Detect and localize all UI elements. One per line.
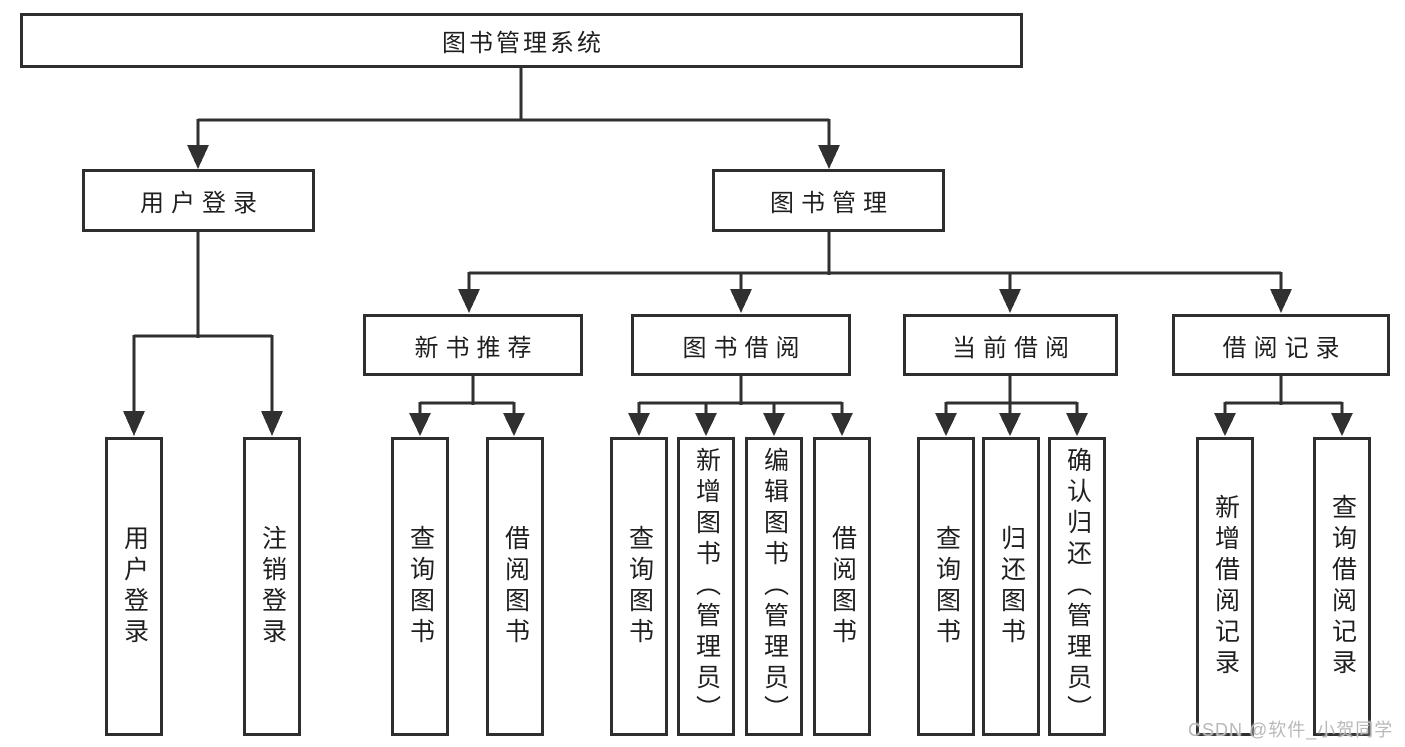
leaf-label: 查询图书	[406, 524, 435, 649]
arrowhead	[1331, 413, 1353, 436]
arrowhead	[628, 413, 650, 436]
arrowhead	[1214, 413, 1236, 436]
node-borrowing-records: 借阅记录	[1172, 314, 1390, 376]
arrowhead	[999, 289, 1021, 313]
arrowhead	[695, 413, 717, 436]
arrowhead	[730, 289, 752, 313]
connector-root-to-level2	[187, 68, 840, 169]
leaf-add-borrow-record: 新增借阅记录	[1196, 437, 1254, 736]
node-label: 新书推荐	[414, 334, 539, 362]
node-new-book-recommendation: 新书推荐	[363, 314, 583, 376]
node-book-borrowing: 图书借阅	[631, 314, 851, 376]
leaf-label: 查询图书	[625, 524, 654, 649]
node-current-borrowing: 当前借阅	[903, 314, 1118, 376]
node-user-login: 用户登录	[82, 169, 315, 232]
node-label: 图书借阅	[682, 334, 807, 362]
leaf-logout: 注销登录	[243, 437, 301, 736]
csdn-watermark: CSDN @软件_小贺同学	[1188, 720, 1394, 740]
leaf-query-books: 查询图书	[610, 437, 668, 736]
leaf-label: 借阅图书	[501, 524, 530, 649]
leaf-add-book-admin: 新增图书（管理员）	[677, 437, 735, 736]
leaf-label: 用户登录	[120, 524, 149, 649]
leaf-borrow-books: 借阅图书	[486, 437, 544, 736]
leaf-label: 新增图书（管理员）	[692, 447, 721, 726]
node-label: 借阅记录	[1222, 334, 1347, 362]
connector-user-login-children	[123, 232, 283, 436]
leaf-label: 归还图书	[997, 524, 1026, 649]
leaf-label: 确认归还（管理员）	[1063, 447, 1092, 726]
node-library-management-system: 图书管理系统	[20, 13, 1023, 68]
connector-borrow-records-children	[1214, 376, 1353, 436]
leaf-label: 借阅图书	[828, 524, 857, 649]
leaf-label: 注销登录	[258, 524, 287, 649]
leaf-query-borrow-record: 查询借阅记录	[1313, 437, 1371, 736]
leaf-edit-book-admin: 编辑图书（管理员）	[745, 437, 803, 736]
arrowhead	[503, 413, 525, 436]
leaf-label: 新增借阅记录	[1211, 493, 1240, 680]
arrowhead	[187, 145, 209, 169]
connector-book-borrow-children	[628, 376, 853, 436]
arrowhead	[763, 413, 785, 436]
arrowhead	[831, 413, 853, 436]
connector-new-book-rec-children	[409, 376, 525, 436]
node-label: 图书管理	[770, 190, 894, 217]
arrowhead	[409, 413, 431, 436]
arrowhead	[261, 411, 283, 436]
leaf-label: 编辑图书（管理员）	[760, 447, 789, 726]
connector-current-borrow-children	[935, 376, 1088, 436]
arrowhead	[999, 413, 1021, 436]
arrowhead	[1270, 289, 1292, 313]
leaf-query-books: 查询图书	[391, 437, 449, 736]
arrowhead	[818, 145, 840, 169]
node-label: 图书管理系统	[442, 30, 604, 57]
connector-book-mgmt-children	[458, 232, 1292, 313]
leaf-query-books: 查询图书	[917, 437, 975, 736]
leaf-borrow-books: 借阅图书	[813, 437, 871, 736]
leaf-user-login: 用户登录	[105, 437, 163, 736]
leaf-confirm-return-admin: 确认归还（管理员）	[1048, 437, 1106, 736]
leaf-label: 查询图书	[932, 524, 961, 649]
node-book-management: 图书管理	[712, 169, 945, 232]
arrowhead	[458, 289, 480, 313]
arrowhead	[1066, 413, 1088, 436]
leaf-return-book: 归还图书	[982, 437, 1040, 736]
arrowhead	[935, 413, 957, 436]
arrowhead	[123, 411, 145, 436]
node-label: 当前借阅	[952, 334, 1076, 362]
leaf-label: 查询借阅记录	[1328, 493, 1357, 680]
node-label: 用户登录	[140, 190, 264, 217]
